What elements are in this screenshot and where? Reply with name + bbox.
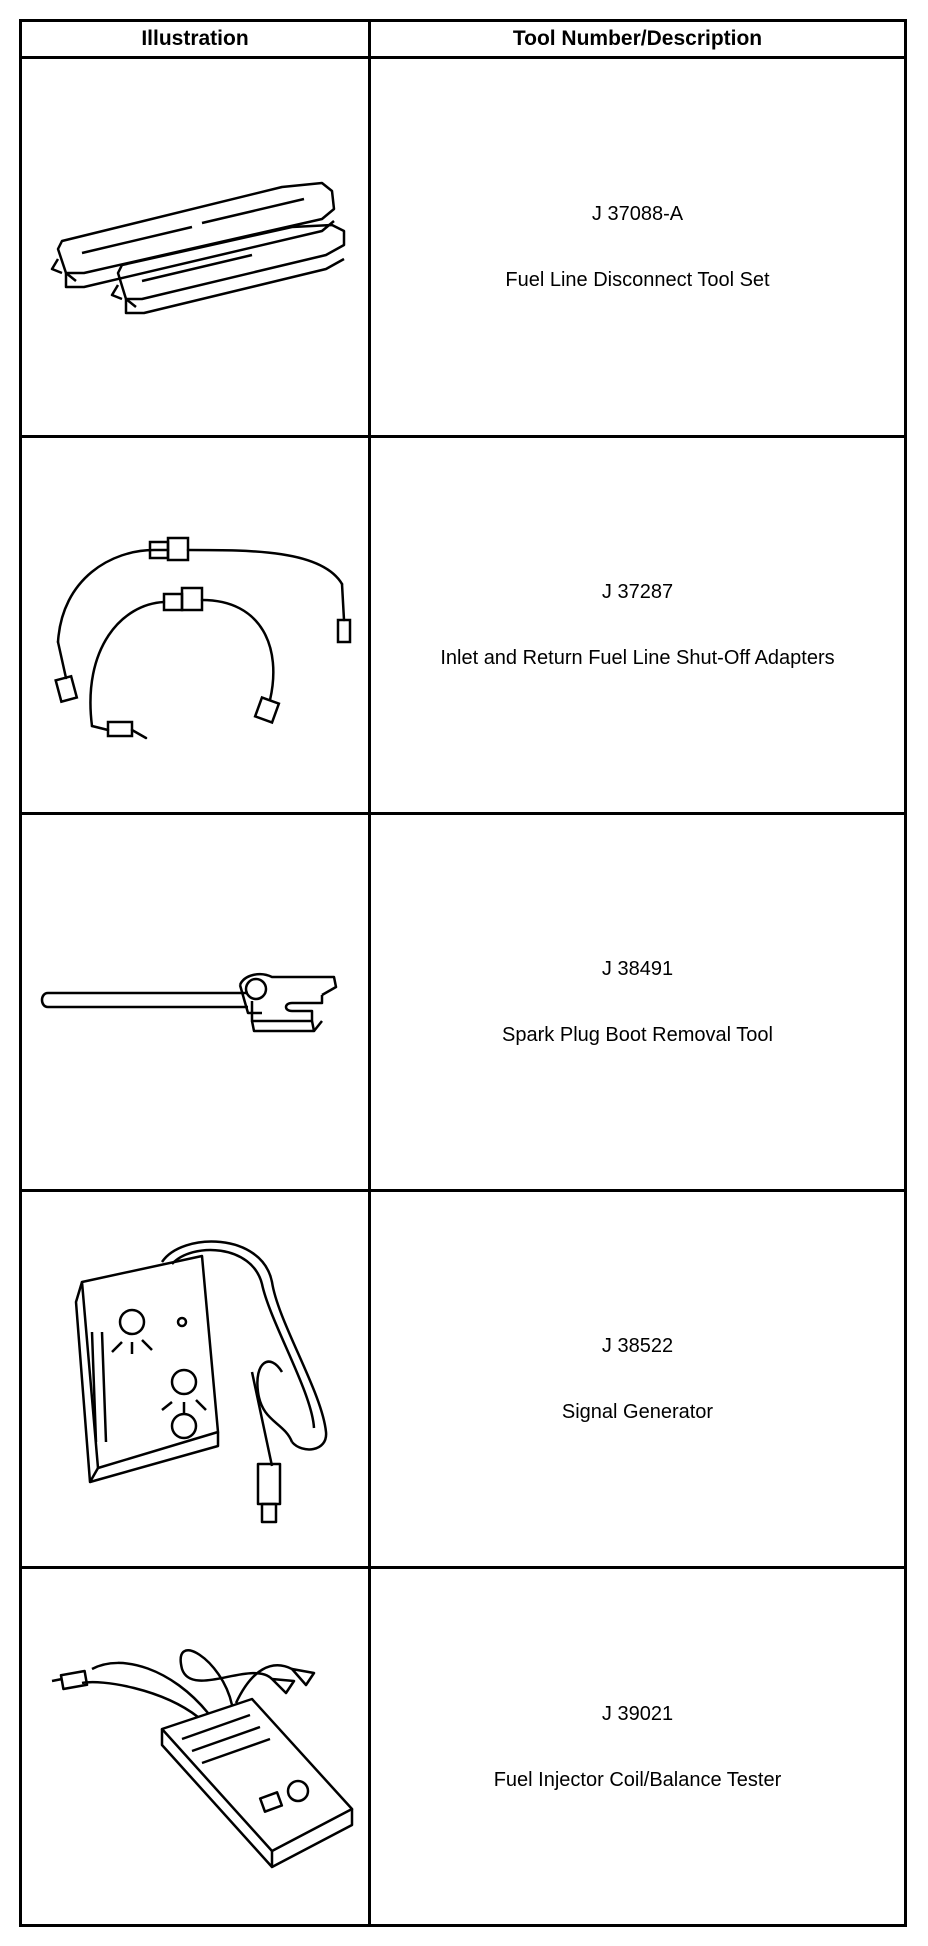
table-row: J 37088-A Fuel Line Disconnect Tool Set xyxy=(22,59,904,435)
illustration-cell xyxy=(22,815,368,1189)
description-cell: J 38491 Spark Plug Boot Removal Tool xyxy=(371,815,904,1189)
tool-description: Spark Plug Boot Removal Tool xyxy=(502,1024,773,1046)
row-divider xyxy=(22,812,904,815)
description-cell: J 37287 Inlet and Return Fuel Line Shut-… xyxy=(371,438,904,812)
tool-table: Illustration Tool Number/Description J 3… xyxy=(19,19,907,1927)
description-cell: J 39021 Fuel Injector Coil/Balance Teste… xyxy=(371,1569,904,1924)
shut-off-adapters-icon xyxy=(54,536,352,740)
table-header: Illustration Tool Number/Description xyxy=(22,22,904,59)
tool-number: J 37088-A xyxy=(591,203,684,225)
row-divider xyxy=(22,1566,904,1569)
column-divider xyxy=(368,22,371,1924)
illustration-cell xyxy=(22,1569,368,1924)
table-row: J 38522 Signal Generator xyxy=(22,1192,904,1566)
tool-number: J 37287 xyxy=(601,581,674,603)
tool-description: Fuel Injector Coil/Balance Tester xyxy=(493,1768,782,1791)
table-row: J 38491 Spark Plug Boot Removal Tool xyxy=(22,815,904,1189)
row-divider xyxy=(22,1189,904,1192)
spark-plug-boot-tool-icon xyxy=(40,973,338,1033)
header-illustration: Illustration xyxy=(141,27,249,50)
table-row: J 39021 Fuel Injector Coil/Balance Teste… xyxy=(22,1569,904,1924)
tool-number: J 39021 xyxy=(601,1702,674,1725)
description-cell: J 38522 Signal Generator xyxy=(371,1192,904,1566)
tool-description: Fuel Line Disconnect Tool Set xyxy=(505,269,770,291)
description-cell: J 37088-A Fuel Line Disconnect Tool Set xyxy=(371,59,904,435)
illustration-cell xyxy=(22,1192,368,1566)
row-divider xyxy=(22,435,904,438)
signal-generator-icon xyxy=(74,1240,328,1524)
header-tool-number-description: Tool Number/Description xyxy=(512,27,763,50)
illustration-cell xyxy=(22,59,368,435)
table-row: J 37287 Inlet and Return Fuel Line Shut-… xyxy=(22,438,904,812)
tool-number: J 38522 xyxy=(601,1335,674,1357)
illustration-cell xyxy=(22,438,368,812)
tool-number: J 38491 xyxy=(601,958,674,980)
injector-tester-icon xyxy=(51,1649,354,1869)
tool-description: Inlet and Return Fuel Line Shut-Off Adap… xyxy=(440,647,835,669)
fuel-line-disconnect-tools-icon xyxy=(50,181,346,315)
tool-description: Signal Generator xyxy=(561,1401,714,1423)
